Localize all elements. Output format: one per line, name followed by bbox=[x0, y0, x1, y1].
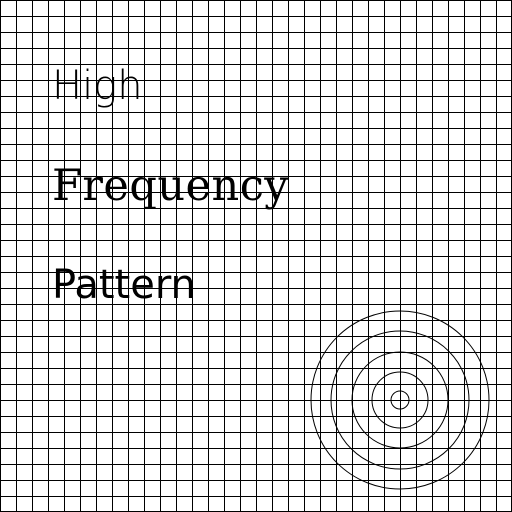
word-frequency: Frequency bbox=[52, 161, 290, 211]
word-pattern: Pattern bbox=[52, 262, 196, 308]
word-high: High bbox=[52, 63, 143, 109]
